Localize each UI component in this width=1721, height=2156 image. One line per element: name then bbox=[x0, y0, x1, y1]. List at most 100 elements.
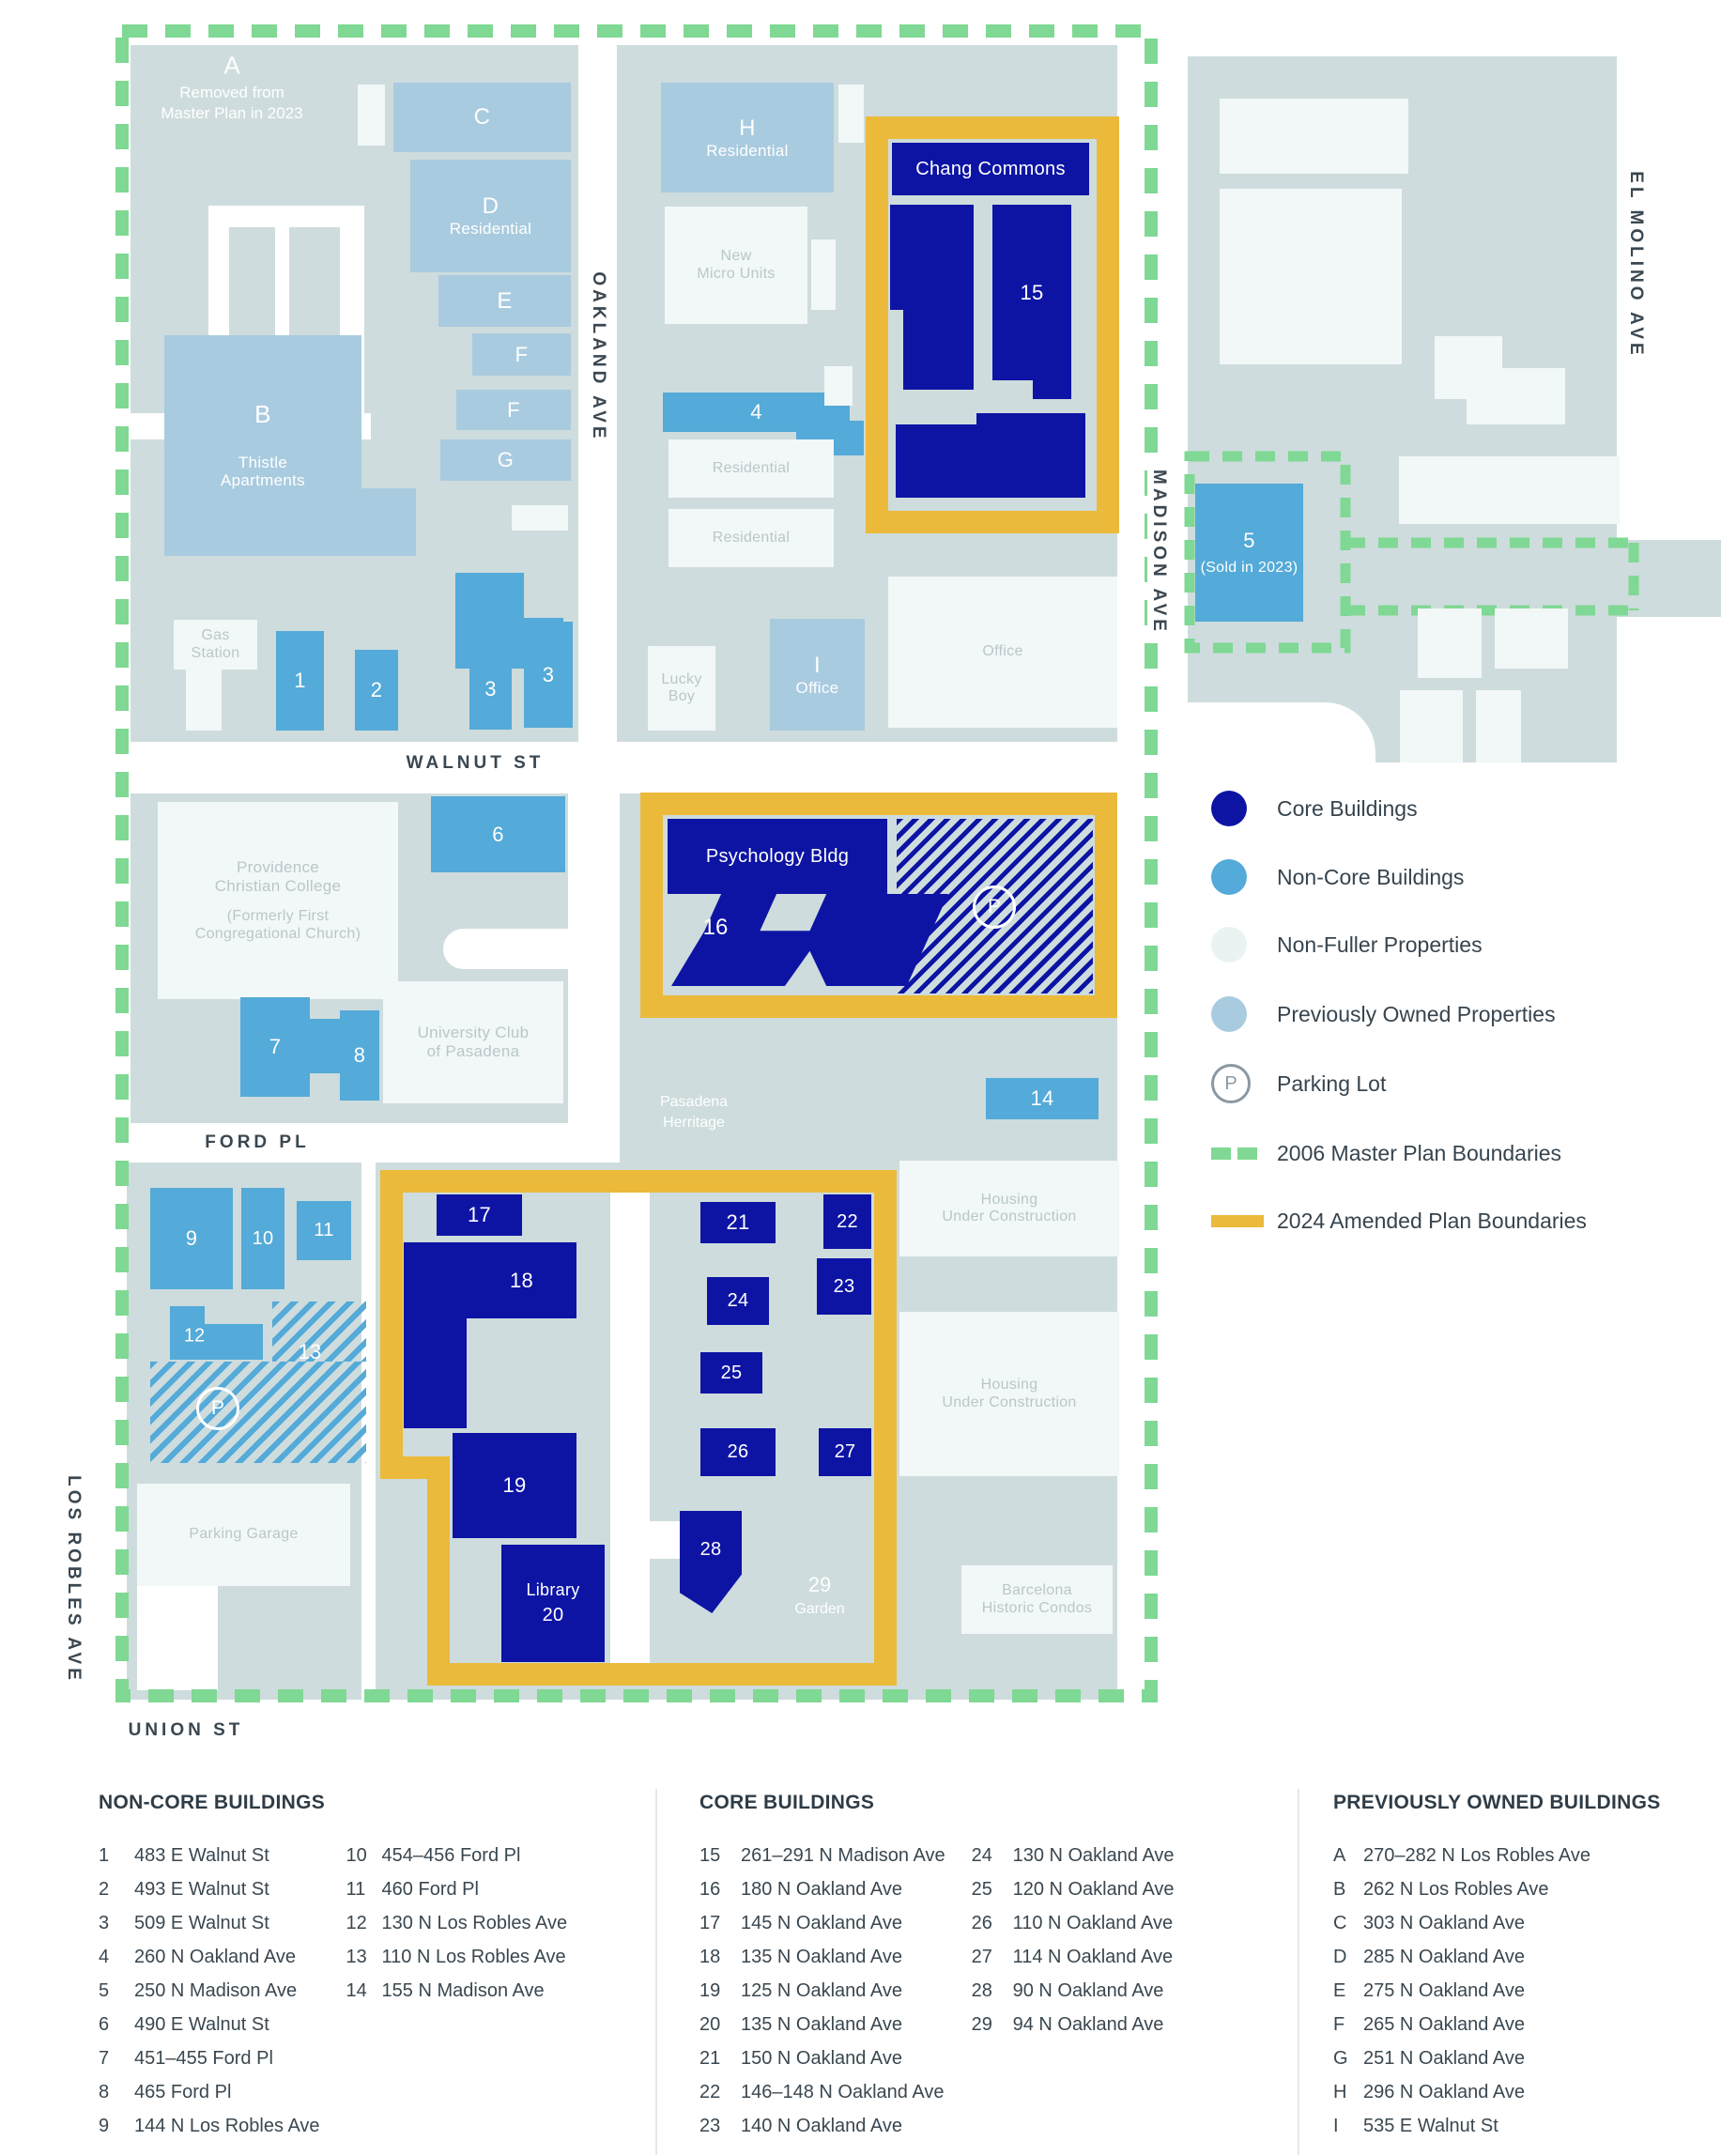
list-group: 15 261–291 N Madison Ave 16 180 N Oakland A… bbox=[699, 1839, 945, 2143]
list-item-address: 261–291 N Madison Ave bbox=[741, 1844, 945, 1866]
map-annotation-master-plan-in-2023: Master Plan in 2023 bbox=[161, 104, 303, 122]
list-item-number: 17 bbox=[699, 1912, 721, 1933]
list-item-address: 125 N Oakland Ave bbox=[741, 1979, 902, 2001]
list-item-address: 275 N Oakland Ave bbox=[1363, 1979, 1525, 2001]
list-title-previously-owned-buildings: PREVIOUSLY OWNED BUILDINGS bbox=[1333, 1792, 1661, 1813]
street-label-oakland-ave: OAKLAND AVE bbox=[589, 271, 608, 442]
parking-lot-icon-2: P bbox=[196, 1387, 239, 1430]
bldg-3-right: 3 bbox=[524, 622, 573, 728]
chang-slab-step bbox=[976, 413, 1085, 424]
list-item-number: 25 bbox=[971, 1878, 992, 1900]
list-item-number: 19 bbox=[699, 1979, 721, 2001]
bldg-24-label: 24 bbox=[727, 1290, 749, 1311]
bldg-5: 5(Sold in 2023) bbox=[1195, 484, 1303, 622]
list-item-address: 451–455 Ford Pl bbox=[134, 2047, 273, 2069]
list-item-address: 493 E Walnut St bbox=[134, 1878, 269, 1900]
list-item-number: 24 bbox=[971, 1844, 992, 1866]
list-item-number: 16 bbox=[699, 1878, 721, 1900]
bldg-15-label: 15 bbox=[1020, 280, 1044, 304]
bldg-B-annex bbox=[361, 488, 416, 556]
list-item-number: 2 bbox=[99, 1878, 110, 1900]
list-item-address: 135 N Oakland Ave bbox=[741, 1946, 902, 1967]
street-label-los-robles-ave: LOS ROBLES AVE bbox=[64, 1475, 84, 1684]
bldg-7-step bbox=[310, 1019, 340, 1073]
legend-item-2024-amended-plan-boundaries: 2024 Amended Plan Boundaries bbox=[1211, 1200, 1587, 1241]
legend-item-non-fuller-properties: Non-Fuller Properties bbox=[1211, 924, 1483, 965]
list-item-address: 180 N Oakland Ave bbox=[741, 1878, 902, 1900]
white-bldg-13 bbox=[1400, 690, 1463, 762]
white-bldg-3 bbox=[838, 85, 864, 143]
list-item-address: 303 N Oakland Ave bbox=[1363, 1912, 1525, 1933]
list-item: 19 125 N Oakland Ave bbox=[699, 1974, 945, 2008]
list-item-address: 145 N Oakland Ave bbox=[741, 1912, 902, 1933]
street-label-walnut-st: WALNUT ST bbox=[406, 753, 545, 773]
list-item-number: 5 bbox=[99, 1979, 110, 2001]
list-item-number: C bbox=[1333, 1912, 1347, 1933]
street-label-ford-pl: FORD PL bbox=[205, 1132, 310, 1152]
bldg-10: 10 bbox=[241, 1188, 284, 1289]
list-item-number: 15 bbox=[699, 1844, 721, 1866]
list-item-number: I bbox=[1333, 2115, 1339, 2136]
bldg-B-label: Apartments bbox=[221, 471, 305, 490]
list-item: C 303 N Oakland Ave bbox=[1333, 1906, 1590, 1940]
list-item-address: 465 Ford Pl bbox=[134, 2081, 232, 2102]
list-item-number: 14 bbox=[346, 1979, 367, 2001]
legend-item-core-buildings: Core Buildings bbox=[1211, 788, 1418, 829]
list-item-number: 4 bbox=[99, 1946, 110, 1967]
gas-station-label: Station bbox=[191, 644, 240, 661]
parking-garage-label: Parking Garage bbox=[189, 1526, 299, 1543]
housing-under-construction-1-label: Under Construction bbox=[942, 1209, 1077, 1224]
parking-lot-13b bbox=[150, 1362, 366, 1463]
legend-color-swatch bbox=[1211, 859, 1247, 895]
legend-swatch: P bbox=[1211, 1064, 1264, 1103]
bldg-20-library-label: 20 bbox=[542, 1605, 564, 1626]
housing-under-construction-2-label: Housing bbox=[980, 1377, 1038, 1394]
bldg-5-label: 5 bbox=[1243, 528, 1255, 552]
map-annotation-a: A bbox=[223, 51, 240, 80]
white-bldg-6 bbox=[1220, 99, 1408, 174]
lucky-boy-label: Boy bbox=[668, 688, 696, 704]
bldg-12b bbox=[205, 1324, 263, 1360]
map-annotation-garden: Garden bbox=[794, 1601, 845, 1617]
office-bldg: Office bbox=[888, 577, 1117, 728]
housing-under-construction-1-label: Housing bbox=[980, 1191, 1038, 1208]
white-bldg-11 bbox=[1418, 608, 1482, 678]
list-item-address: 135 N Oakland Ave bbox=[741, 2013, 902, 2035]
map-annotation-16: 16 bbox=[702, 915, 729, 940]
bldg-E-label: E bbox=[497, 287, 513, 314]
dash-swatch bbox=[1237, 1147, 1257, 1160]
list-item-address: 114 N Oakland Ave bbox=[1012, 1946, 1174, 1967]
list-item-address: 296 N Oakland Ave bbox=[1363, 2081, 1525, 2102]
list-item-address: 535 E Walnut St bbox=[1363, 2115, 1498, 2136]
bldg-3-right-label: 3 bbox=[542, 662, 555, 686]
barcelona-condos-label: Historic Condos bbox=[981, 1599, 1093, 1616]
bldg-C: C bbox=[393, 83, 571, 152]
university-club-label: University Club bbox=[417, 1024, 530, 1042]
list-item-address: 250 N Madison Ave bbox=[134, 1979, 298, 2001]
white-bldg-14 bbox=[1476, 690, 1521, 762]
bldg-23-label: 23 bbox=[833, 1275, 855, 1297]
bldg-18-label: 18 bbox=[509, 1268, 534, 1292]
housing-under-construction-2-label: Under Construction bbox=[942, 1394, 1077, 1410]
legend-label: 2006 Master Plan Boundaries bbox=[1277, 1140, 1562, 1165]
list-item-number: F bbox=[1333, 2013, 1345, 2035]
list-item-number: 3 bbox=[99, 1912, 110, 1933]
list-item-address: 285 N Oakland Ave bbox=[1363, 1946, 1525, 1967]
